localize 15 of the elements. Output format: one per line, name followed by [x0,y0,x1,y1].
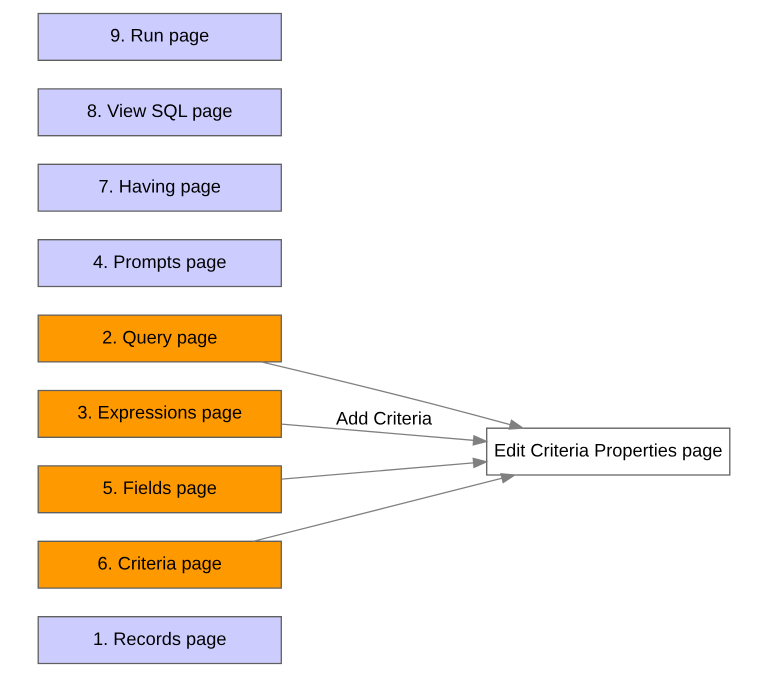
node-box: 8. View SQL page [37,88,282,136]
node-box: 6. Criteria page [37,540,282,589]
node-box: 7. Having page [37,164,282,212]
node-box: 4. Prompts page [37,239,282,288]
node-box: 1. Records page [37,616,282,664]
arrow [252,473,516,542]
edge-label: Add Criteria [335,408,432,429]
node-box: 5. Fields page [37,465,282,514]
node-box: 9. Run page [37,12,282,61]
node-box: 2. Query page [37,314,282,363]
node-box: 3. Expressions page [37,390,282,438]
node-box: Edit Criteria Properties page [486,428,730,476]
arrow [281,457,488,480]
arrow [281,423,488,446]
arrow [261,361,524,430]
